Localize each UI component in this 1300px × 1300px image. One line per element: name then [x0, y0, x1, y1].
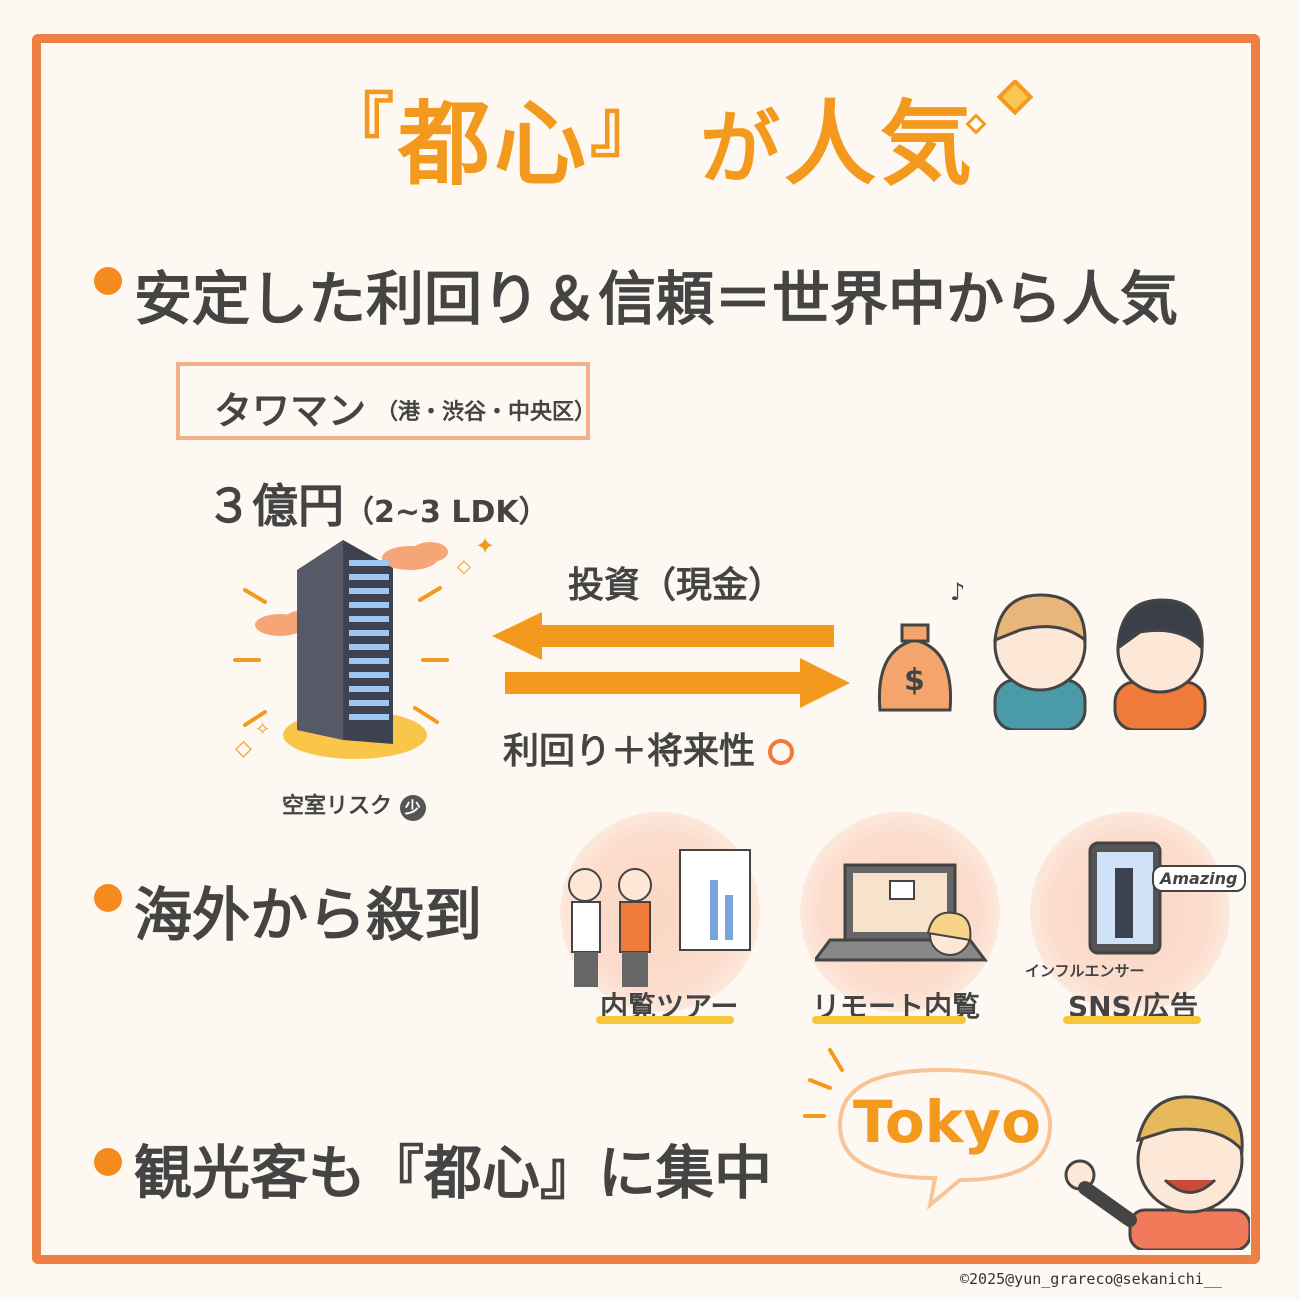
- page-frame: [32, 34, 1260, 1264]
- tower-mansion-tag: タワマン （港・渋谷・中央区）: [176, 362, 597, 440]
- yield-text: 利回り＋将来性: [503, 731, 756, 772]
- svg-text:♪: ♪: [950, 578, 965, 606]
- left-arrow-icon: [492, 612, 834, 660]
- section3-heading: 観光客も『都心』に集中: [134, 1126, 772, 1210]
- bullet-3: [94, 1148, 122, 1176]
- sns-underline: [1063, 1016, 1201, 1024]
- copyright: ©2025@yun_grareco@sekanichi__: [960, 1270, 1222, 1288]
- arrow-bottom-label: 利回り＋将来性: [503, 722, 794, 774]
- section2-heading: 海外から殺到: [134, 881, 483, 949]
- section3-heading-post: に集中: [598, 1139, 773, 1207]
- smartphone-icon: [1088, 841, 1162, 955]
- vacancy-label: 空室リスク 少: [282, 788, 426, 821]
- laptop-icon: [815, 863, 988, 962]
- title-close-bracket: 』: [589, 85, 664, 167]
- tower-building-icon: ✦ ◇ ◇ ✧: [233, 532, 495, 761]
- price-main: ３億円: [206, 479, 344, 533]
- section3-heading-keyword: 『都心』: [366, 1139, 599, 1207]
- tour-people-icon: [568, 849, 751, 987]
- svg-text:✦: ✦: [475, 532, 495, 560]
- speech-bubble-icon: [803, 1048, 1053, 1210]
- vacancy-badge: 少: [399, 795, 426, 821]
- title-open-bracket: 『: [323, 85, 398, 167]
- sns-callout: Amazing: [1152, 865, 1246, 892]
- section1-heading: 安定した利回り＆信頼＝世界中から人気: [134, 265, 1179, 333]
- title-sparkles-icon: [965, 80, 1034, 135]
- svg-text:$: $: [904, 663, 925, 698]
- page-title: 『都心』 が人気: [0, 70, 1300, 203]
- price-sub: （2~3 LDK）: [344, 495, 549, 530]
- tourist-illustration: [1064, 1095, 1250, 1250]
- tag-sub-label: （港・渋谷・中央区）: [376, 400, 597, 425]
- target-icon: [767, 739, 794, 765]
- price: ３億円（2~3 LDK）: [206, 470, 549, 536]
- svg-text:◇: ◇: [235, 736, 252, 761]
- svg-text:◇: ◇: [457, 556, 471, 577]
- bullet-1: [94, 267, 122, 295]
- section3-heading-pre: 観光客も: [134, 1139, 367, 1207]
- svg-text:✧: ✧: [255, 719, 270, 740]
- title-particle: が: [700, 102, 785, 195]
- right-arrow-icon: [505, 658, 850, 708]
- vacancy-text: 空室リスク: [282, 794, 393, 819]
- remote-underline: [812, 1016, 966, 1024]
- tour-underline: [596, 1016, 734, 1024]
- influencer-label: インフルエンサー: [1025, 962, 1145, 980]
- investors-illustration: $ ♪: [877, 578, 1207, 730]
- bullet-2: [94, 884, 122, 912]
- speech-text: Tokyo: [853, 1088, 1041, 1156]
- title-rest: 人気: [784, 91, 977, 198]
- title-keyword: 都心: [397, 91, 590, 198]
- arrow-top-label: 投資（現金）: [568, 565, 785, 606]
- tag-main-label: タワマン: [214, 389, 367, 433]
